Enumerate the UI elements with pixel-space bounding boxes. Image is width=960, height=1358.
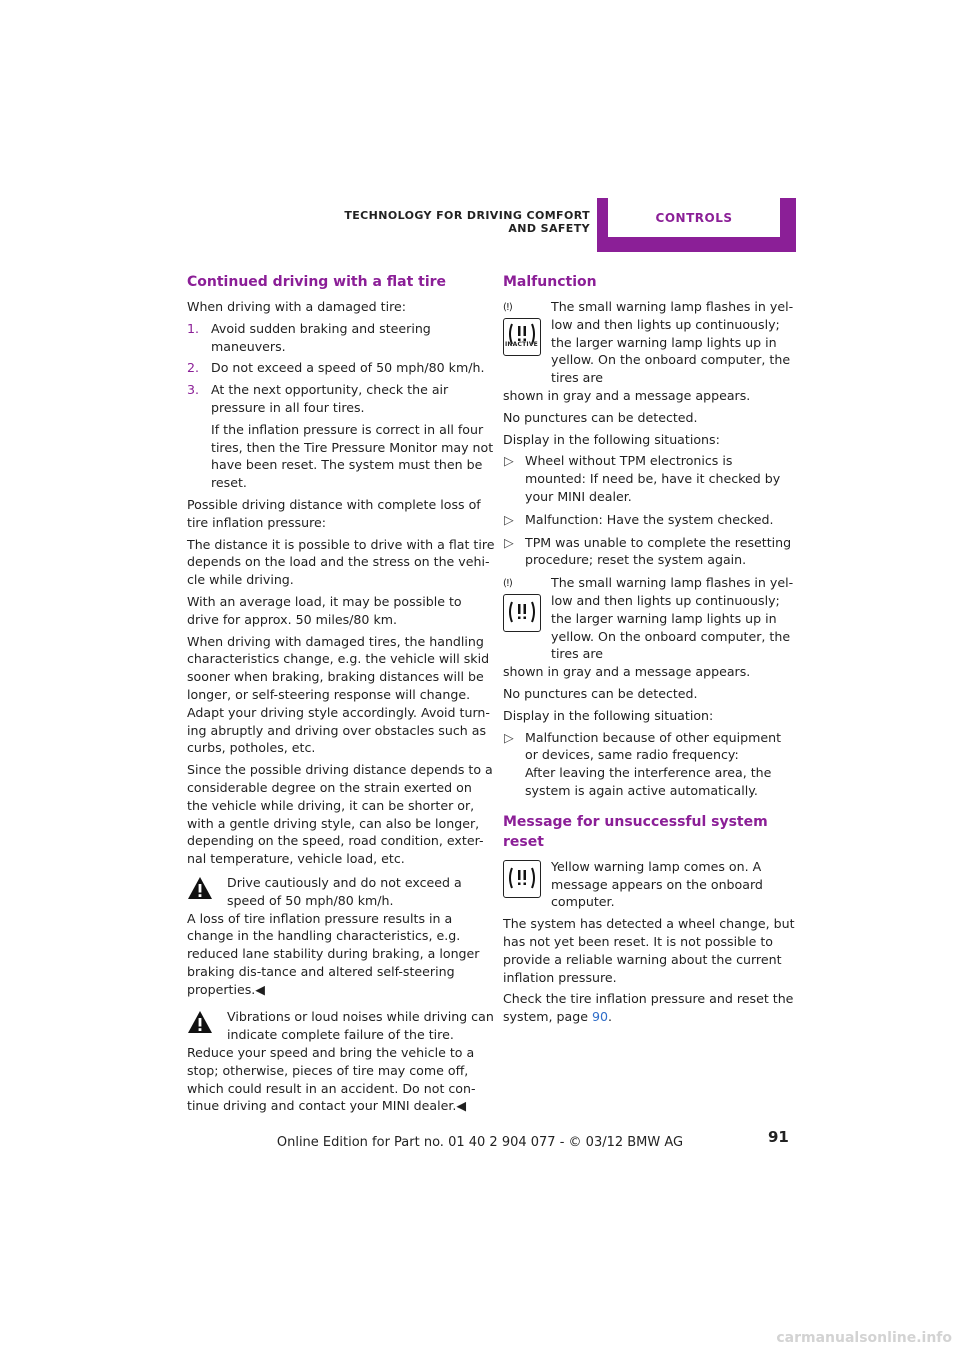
warning-lead: Drive cautiously and do not exceed a spe… — [227, 874, 462, 908]
end-mark: ◀ — [255, 981, 265, 997]
lamp-text-continued: shown in gray and a message appears. — [503, 387, 751, 403]
left-column: Continued driving with a flat tire When … — [187, 272, 495, 1117]
intro-text: When driving with a damaged tire: — [187, 299, 406, 314]
paragraph: With an average load, it may be possible… — [187, 593, 462, 627]
inactive-label: INACTIVE — [505, 341, 538, 349]
end-mark: ◀ — [456, 1098, 467, 1114]
right-column: Malfunction (!) INACTIVE The small warni… — [503, 272, 795, 1030]
lamp-text: The small warning lamp flashes in yel-lo… — [551, 575, 794, 662]
paragraph: Display in the following situations: — [503, 431, 720, 447]
section-title: Technology for driving comfort and safet… — [344, 209, 590, 235]
chapter-tab: CONTROLS — [597, 198, 796, 252]
lamp-description-1: (!) INACTIVE The small warning lamp flas… — [503, 298, 795, 405]
lamp-description-2: (!) The small warning lamp flashes in ye… — [503, 574, 795, 681]
paragraph: No punctures can be detected. — [503, 409, 698, 425]
paragraph: The system has detected a wheel change, … — [503, 916, 795, 985]
edition-footer: Online Edition for Part no. 01 40 2 904 … — [276, 1135, 684, 1150]
list-item: ▷TPM was unable to complete the resettin… — [504, 534, 792, 568]
paragraph: Check the tire inflation pressure and re… — [503, 991, 794, 1025]
small-tire-warning-icon: (!) — [503, 302, 513, 313]
list-item: 1.Avoid sudden braking and steering mane… — [187, 320, 431, 354]
list-item: ▷Malfunction because of other equipment … — [504, 729, 782, 798]
page-link[interactable]: 90 — [592, 1009, 609, 1025]
warning-body: A loss of tire inflation pressure result… — [187, 910, 480, 997]
tire-warning-icon — [503, 859, 541, 898]
warning-note-1: Drive cautiously and do not exceed a spe… — [187, 874, 495, 999]
lamp-description-3: Yellow warning lamp comes on. A message … — [503, 858, 795, 911]
warning-note-2: Vibrations or loud noises while driving … — [187, 1008, 495, 1115]
situation-list: ▷Malfunction because of other equipment … — [503, 729, 795, 800]
situations-list: ▷Wheel without TPM electronics is mounte… — [503, 452, 795, 569]
small-tire-warning-icon: (!) — [503, 578, 513, 590]
paragraph: Display in the following situation: — [503, 707, 714, 723]
heading-unsuccessful-reset: Message for unsuccessful system reset — [503, 813, 768, 850]
lamp-text-continued: shown in gray and a message appears. — [503, 664, 751, 680]
steps-list: 1.Avoid sudden braking and steering mane… — [187, 320, 495, 492]
list-item: 2.Do not exceed a speed of 50 mph/80 km/… — [187, 360, 485, 376]
tire-warning-icon — [503, 594, 541, 633]
chapter-tab-label: CONTROLS — [608, 198, 780, 237]
heading-malfunction: Malfunction — [503, 274, 597, 290]
paragraph: When driving with damaged tires, the han… — [187, 633, 490, 756]
paragraph: The distance it is possible to drive wit… — [187, 536, 495, 588]
warning-body: Reduce your speed and bring the vehicle … — [187, 1045, 476, 1114]
heading-flat-tire: Continued driving with a flat tire — [187, 274, 447, 290]
paragraph: Possible driving distance with complete … — [187, 496, 481, 530]
tire-warning-inactive-icon: INACTIVE — [503, 318, 541, 356]
list-item: ▷Wheel without TPM electronics is mounte… — [504, 453, 781, 504]
watermark: carmanualsonline.info — [776, 1330, 952, 1346]
paragraph: Since the possible driving distance depe… — [187, 762, 493, 867]
list-item: 3.At the next opportunity, check the air… — [187, 382, 494, 491]
warning-triangle-icon — [188, 876, 212, 899]
lamp-text: The small warning lamp flashes in yel-lo… — [551, 299, 794, 386]
warning-lead: Vibrations or loud noises while driving … — [227, 1009, 494, 1043]
paragraph: No punctures can be detected. — [503, 685, 698, 701]
warning-triangle-icon — [188, 1011, 212, 1034]
lamp-text: Yellow warning lamp comes on. A message … — [551, 858, 763, 910]
list-item: ▷Malfunction: Have the system checked. — [504, 511, 774, 527]
page-number: 91 — [768, 1128, 789, 1146]
